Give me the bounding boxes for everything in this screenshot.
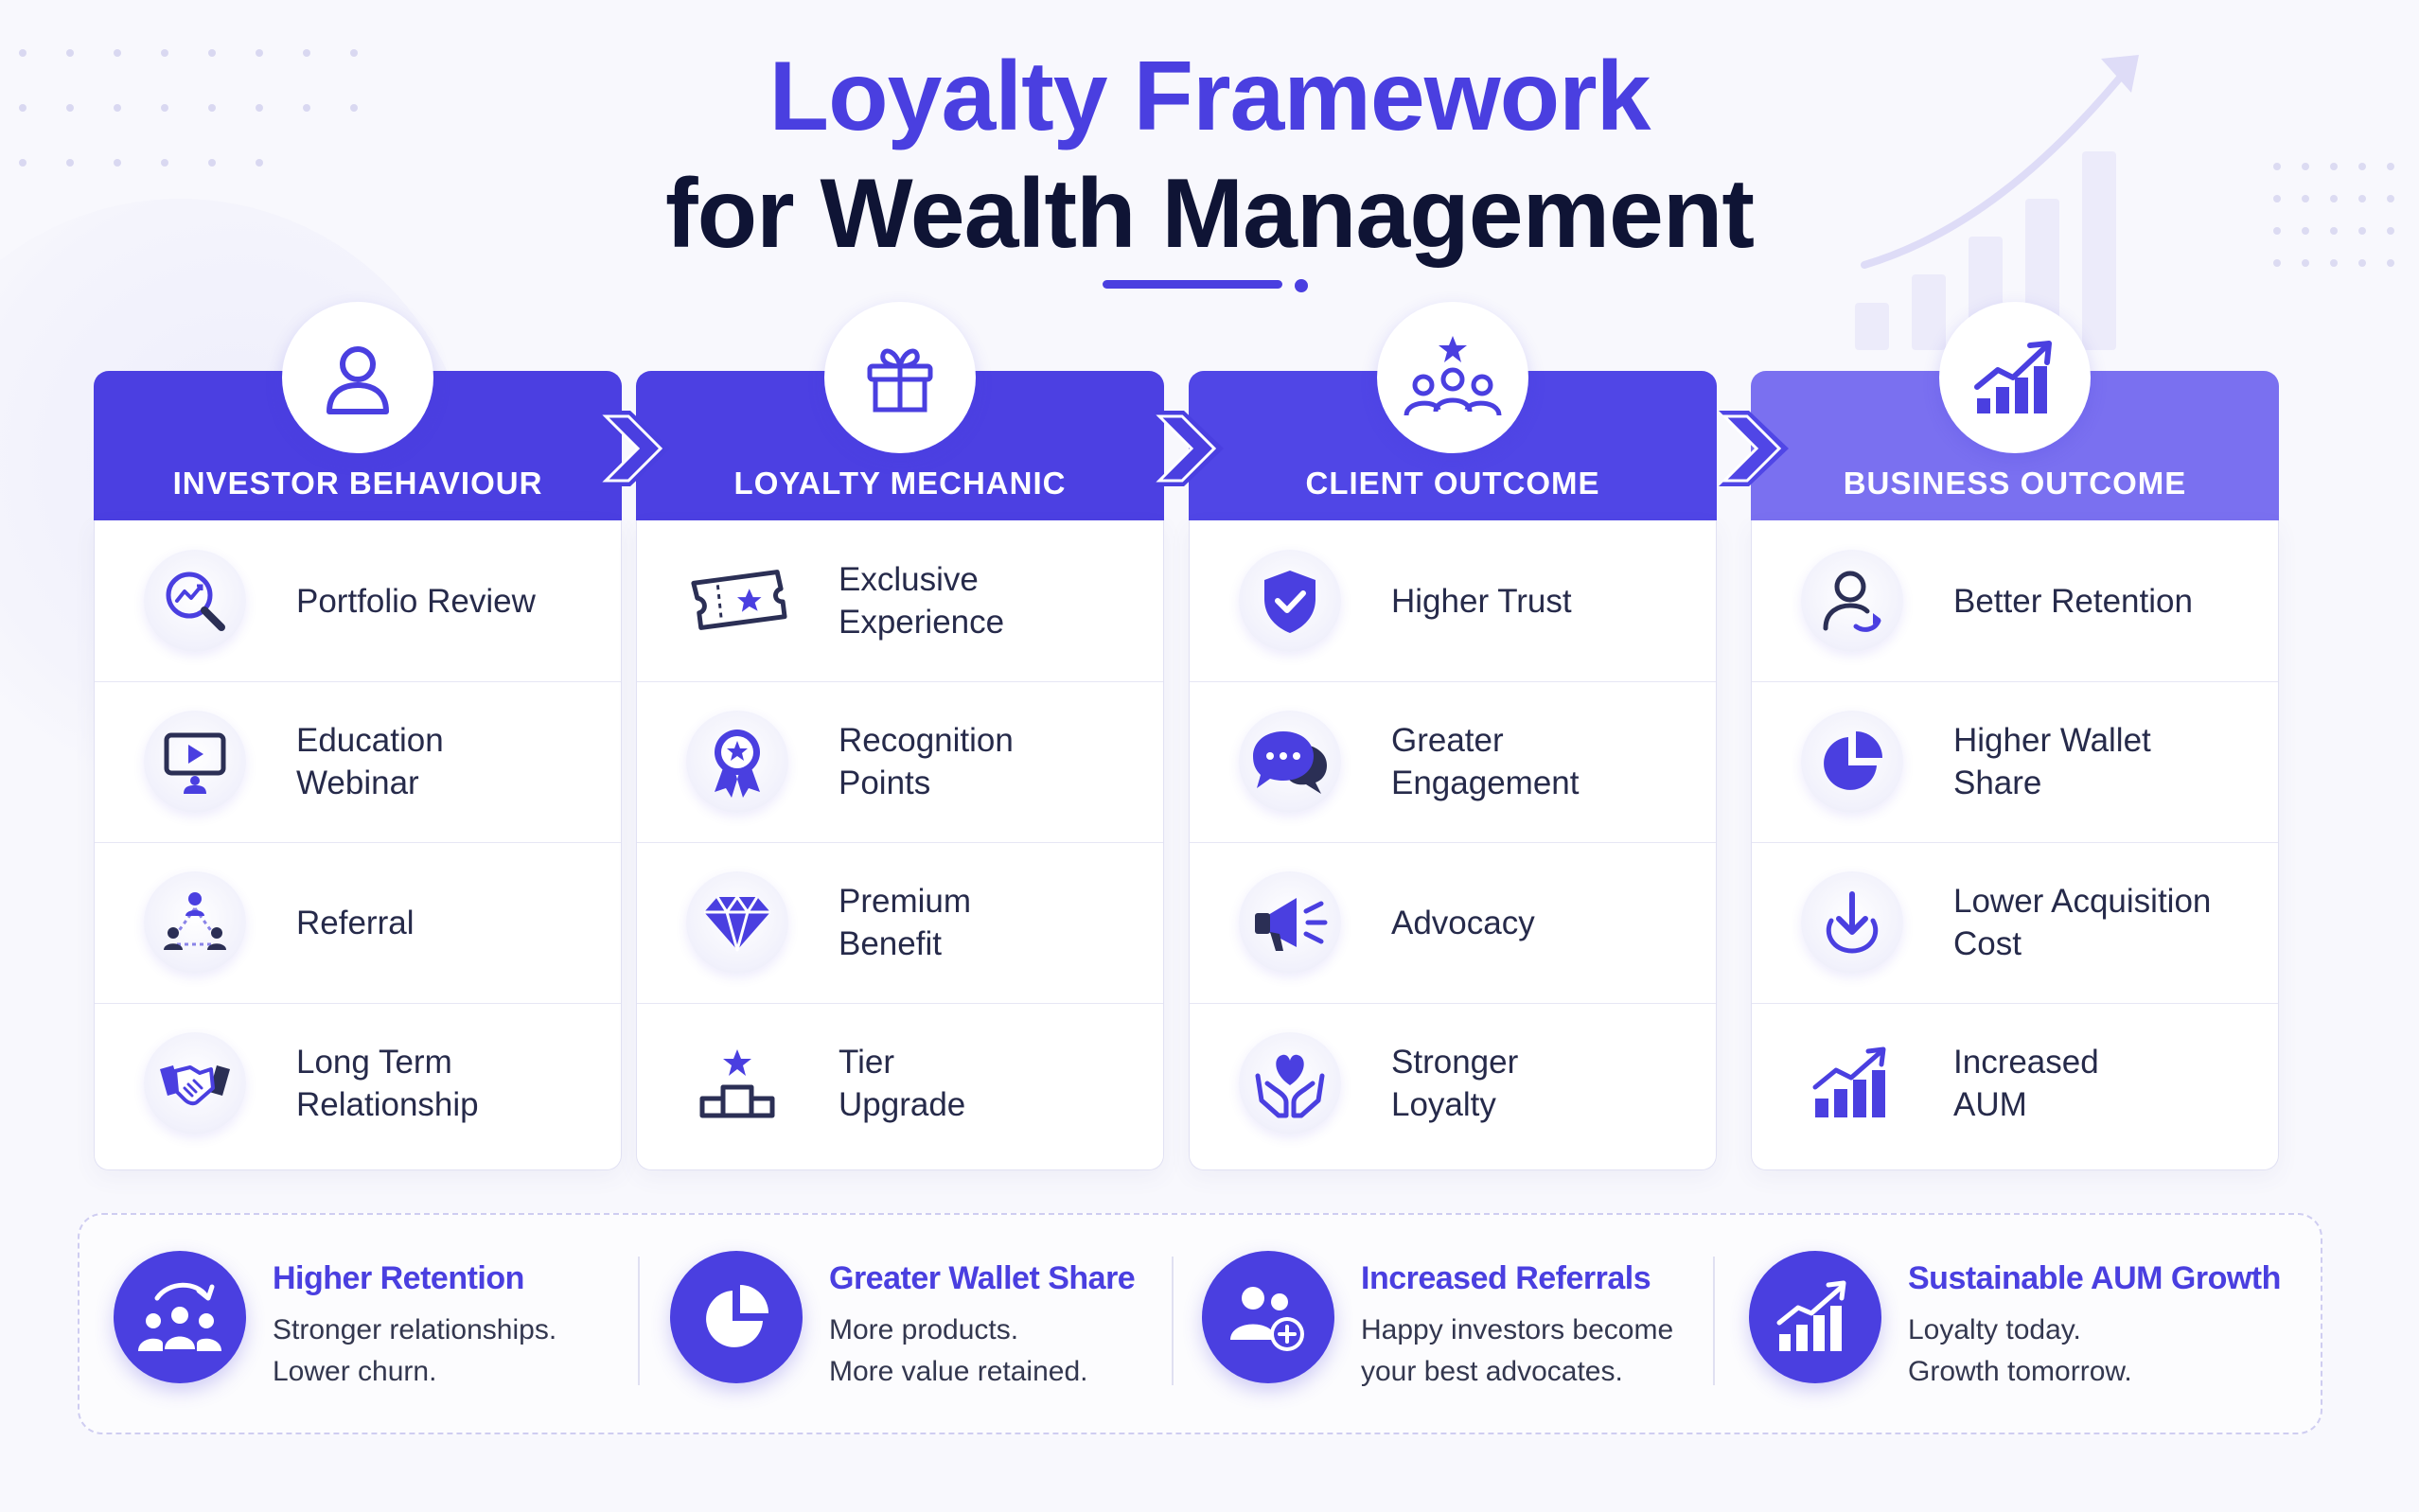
add-users-icon [1202,1251,1334,1383]
list-item: Advocacy [1190,842,1716,1004]
list-item: Long Term Relationship [95,1003,621,1164]
divider [1172,1257,1174,1385]
download-arrow-icon [1801,871,1903,974]
list-item: Exclusive Experience [637,520,1163,682]
bar-growth-icon [1801,1032,1903,1134]
column-investor-behaviour: INVESTOR BEHAVIOUR Portfolio Review Educ… [94,302,622,1170]
divider [1713,1257,1715,1385]
row-label: Portfolio Review [296,582,536,620]
heart-hands-icon [1239,1032,1341,1134]
row-label: Lower Acquisition Cost [1953,883,2212,962]
row-label: Higher Trust [1391,582,1572,620]
podium-icon [686,1032,788,1134]
list-item: Education Webinar [95,681,621,843]
title-line-1: Loyalty Framework [768,42,1651,151]
column-client-outcome: CLIENT OUTCOME Higher Trust Greater Enga… [1189,302,1717,1170]
list-item: Premium Benefit [637,842,1163,1004]
handshake-icon [144,1032,246,1134]
column-title: LOYALTY MECHANIC [733,466,1067,501]
ticket-icon [686,550,788,652]
summary-title: Sustainable AUM Growth [1908,1260,2281,1296]
column-loyalty-mechanic: LOYALTY MECHANIC Exclusive Experience Re… [636,302,1164,1170]
column-business-outcome: BUSINESS OUTCOME Better Retention Higher… [1751,302,2279,1170]
megaphone-icon [1239,871,1341,974]
row-label: Better Retention [1953,582,2193,620]
row-label: Recognition Points [839,722,1014,801]
divider [638,1257,640,1385]
list-item: Higher Trust [1190,520,1716,682]
summary-title: Greater Wallet Share [829,1260,1136,1296]
list-item: Better Retention [1752,520,2278,682]
summary-item: Greater Wallet Share More products. More… [670,1215,1181,1433]
summary-text: Happy investors become your best advocat… [1361,1314,1674,1387]
webinar-icon [144,711,246,813]
title-line-2: for Wealth Management [664,159,1755,269]
dot-grid-decoration-right [2271,161,2413,293]
column-body: Better Retention Higher Wallet Share Low… [1751,520,2279,1170]
summary-item: Higher Retention Stronger relationships.… [114,1215,625,1433]
growth-chart-icon [1749,1251,1881,1383]
chevron-right-icon [1150,407,1227,495]
list-item: Higher Wallet Share [1752,681,2278,843]
summary-item: Increased Referrals Happy investors beco… [1202,1215,1713,1433]
summary-text: Stronger relationships. Lower churn. [273,1314,557,1387]
chat-bubbles-icon [1239,711,1341,813]
list-item: Increased AUM [1752,1003,2278,1164]
shield-check-icon [1239,550,1341,652]
list-item: Stronger Loyalty [1190,1003,1716,1164]
row-label: Stronger Loyalty [1391,1044,1519,1123]
pie-chart-icon [1801,711,1903,813]
column-title: BUSINESS OUTCOME [1843,466,2187,501]
row-label: Advocacy [1391,904,1535,941]
growth-chart-icon [1939,302,2091,453]
user-icon [282,302,433,453]
dot-grid-decoration [17,47,415,189]
chevron-right-icon [1715,407,1792,495]
gift-icon [824,302,976,453]
row-label: Referral [296,904,415,941]
summary-title: Increased Referrals [1361,1260,1651,1296]
summary-title: Higher Retention [273,1260,524,1296]
summary-item: Sustainable AUM Growth Loyalty today. Gr… [1749,1215,2307,1433]
column-body: Exclusive Experience Recognition Points … [636,520,1164,1170]
row-label: Premium Benefit [839,883,972,962]
portfolio-review-icon [144,550,246,652]
row-label: Increased AUM [1953,1044,2099,1123]
list-item: Referral [95,842,621,1004]
group-star-icon [1377,302,1528,453]
title-underline-dot [1295,279,1308,292]
row-label: Exclusive Experience [839,561,1005,641]
column-title: CLIENT OUTCOME [1305,466,1600,501]
list-item: Recognition Points [637,681,1163,843]
column-title: INVESTOR BEHAVIOUR [172,466,543,501]
column-body: Portfolio Review Education Webinar Refer… [94,520,622,1170]
row-label: Tier Upgrade [839,1044,966,1123]
list-item: Lower Acquisition Cost [1752,842,2278,1004]
row-label: Higher Wallet Share [1953,722,2151,801]
title-underline [1103,280,1282,289]
list-item: Tier Upgrade [637,1003,1163,1164]
column-body: Higher Trust Greater Engagement Advocacy… [1189,520,1717,1170]
user-retention-icon [1801,550,1903,652]
list-item: Greater Engagement [1190,681,1716,843]
retention-group-icon [114,1251,246,1383]
list-item: Portfolio Review [95,520,621,682]
summary-panel: Higher Retention Stronger relationships.… [78,1213,2322,1434]
row-label: Long Term Relationship [296,1044,479,1123]
award-badge-icon [686,711,788,813]
referral-network-icon [144,871,246,974]
row-label: Greater Engagement [1391,722,1580,801]
row-label: Education Webinar [296,722,444,801]
summary-text: Loyalty today. Growth tomorrow. [1908,1314,2132,1387]
diamond-icon [686,871,788,974]
summary-text: More products. More value retained. [829,1314,1088,1387]
pie-chart-icon [670,1251,803,1383]
chevron-right-icon [596,407,674,495]
page-title: Loyalty Framework for Wealth Management [0,38,2419,273]
